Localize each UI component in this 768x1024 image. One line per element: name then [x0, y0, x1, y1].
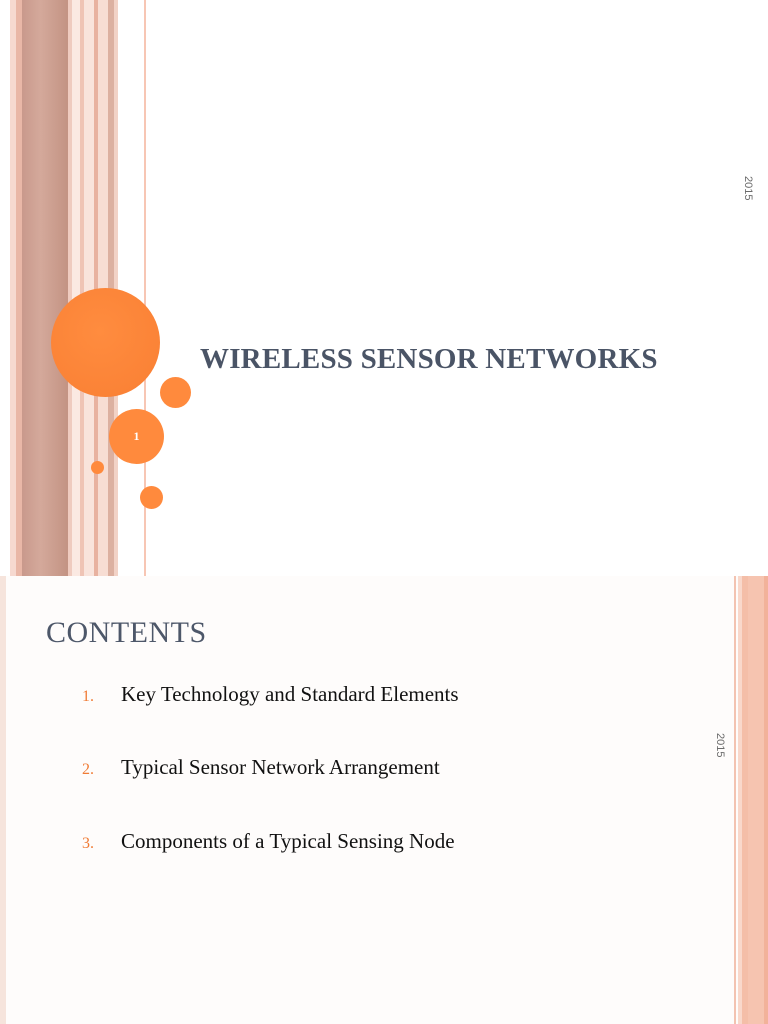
slide-title: WIRELESS SENSOR NETWORKS	[200, 343, 658, 375]
decorative-stripe	[144, 0, 146, 576]
list-item-number: 1.	[82, 688, 94, 705]
decorative-stripe	[0, 576, 6, 1024]
decorative-stripe	[764, 576, 768, 1024]
decorative-stripe	[72, 0, 80, 576]
decorative-stripe	[16, 0, 22, 576]
decorative-stripe	[742, 576, 748, 1024]
title-slide: 1 WIRELESS SENSOR NETWORKS 2015	[10, 0, 754, 576]
decorative-circle-medium	[160, 377, 191, 408]
decorative-circle-lower	[140, 486, 163, 509]
decorative-stripe	[734, 576, 736, 1024]
decorative-stripe	[22, 0, 68, 576]
list-item: 2. Typical Sensor Network Arrangement	[82, 755, 440, 785]
list-item-text: Components of a Typical Sensing Node	[121, 829, 455, 853]
list-item: 1. Key Technology and Standard Elements	[82, 682, 459, 712]
decorative-circle-small	[91, 461, 104, 474]
decorative-stripe	[68, 0, 72, 576]
list-item-number: 3.	[82, 835, 94, 852]
decorative-stripe	[748, 576, 764, 1024]
list-item-text: Key Technology and Standard Elements	[121, 682, 459, 706]
list-item: 3. Components of a Typical Sensing Node	[82, 829, 455, 859]
decorative-stripe	[738, 576, 742, 1024]
decorative-stripe	[84, 0, 94, 576]
slide-number-circle: 1	[109, 409, 164, 464]
year-label: 2015	[742, 176, 754, 201]
decorative-stripe	[80, 0, 84, 576]
contents-slide: CONTENTS 1. Key Technology and Standard …	[0, 576, 768, 1024]
decorative-circle-large	[51, 288, 160, 397]
year-label: 2015	[714, 733, 726, 758]
list-item-number: 2.	[82, 761, 94, 778]
list-item-text: Typical Sensor Network Arrangement	[121, 755, 440, 779]
contents-heading: CONTENTS	[46, 616, 207, 649]
decorative-stripe	[114, 0, 118, 576]
decorative-stripe	[10, 0, 16, 576]
slide-number: 1	[133, 429, 140, 443]
